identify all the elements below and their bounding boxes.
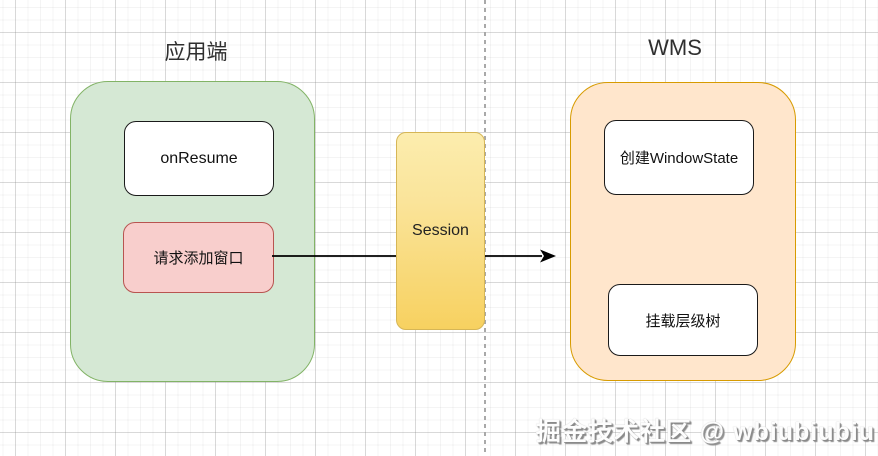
node-onresume-label: onResume — [160, 149, 238, 167]
wms-container: 创建WindowState 挂载层级树 — [570, 82, 796, 381]
node-mount-hierarchy-tree-label: 挂载层级树 — [645, 312, 721, 330]
node-session: Session — [396, 132, 485, 330]
app-container: onResume 请求添加窗口 — [70, 81, 315, 382]
wms-section-title: WMS — [648, 35, 702, 60]
node-create-windowstate-label: 创建WindowState — [619, 150, 739, 167]
node-onresume: onResume — [124, 121, 274, 196]
arrow-head — [540, 249, 556, 263]
node-mount-hierarchy-tree: 挂载层级树 — [608, 284, 758, 356]
watermark-text: 掘金技术社区 @ wbiubiubiu — [535, 418, 875, 446]
app-section-title: 应用端 — [164, 41, 228, 64]
node-request-add-window-label: 请求添加窗口 — [153, 250, 244, 267]
node-session-label: Session — [412, 222, 469, 239]
node-request-add-window: 请求添加窗口 — [123, 222, 274, 293]
section-divider-dashed-line — [484, 0, 486, 456]
node-create-windowstate: 创建WindowState — [604, 120, 754, 195]
